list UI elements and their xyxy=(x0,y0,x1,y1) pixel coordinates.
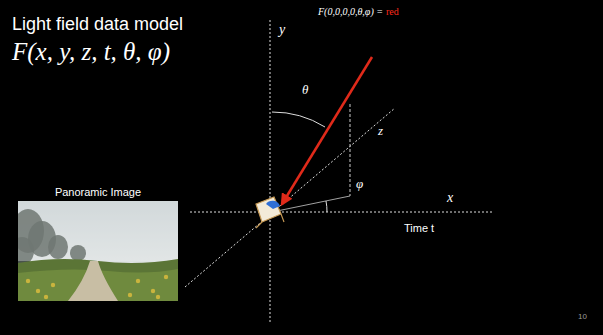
panorama-photo xyxy=(18,201,178,301)
image-heading: Panoramic Image xyxy=(55,186,141,198)
axis-label: x xyxy=(447,190,453,206)
slide-number: 10 xyxy=(578,312,587,321)
time-label: Time t xyxy=(404,222,434,235)
slide-title: Light field data model xyxy=(12,14,183,35)
x-axis xyxy=(190,212,492,213)
image-panel: Panoramic Image xyxy=(18,186,178,301)
phi-arc xyxy=(326,201,327,212)
projection-line xyxy=(272,196,350,212)
color-value: red xyxy=(386,6,399,18)
axis-label: y xyxy=(279,22,285,38)
projection-line xyxy=(350,104,351,196)
function-value: F(0,0,0,0,θ,φ) = xyxy=(318,6,383,18)
z-axis xyxy=(185,108,395,287)
angle-label: θ xyxy=(302,83,308,98)
theta-arc xyxy=(272,112,325,127)
camera-icon xyxy=(256,197,284,228)
y-axis xyxy=(270,20,271,322)
light-ray-arrow xyxy=(282,57,372,204)
angle-label: φ xyxy=(356,177,363,192)
axis-label: z xyxy=(378,124,383,139)
formula: F(x, y, z, t, θ, φ) xyxy=(12,38,170,67)
